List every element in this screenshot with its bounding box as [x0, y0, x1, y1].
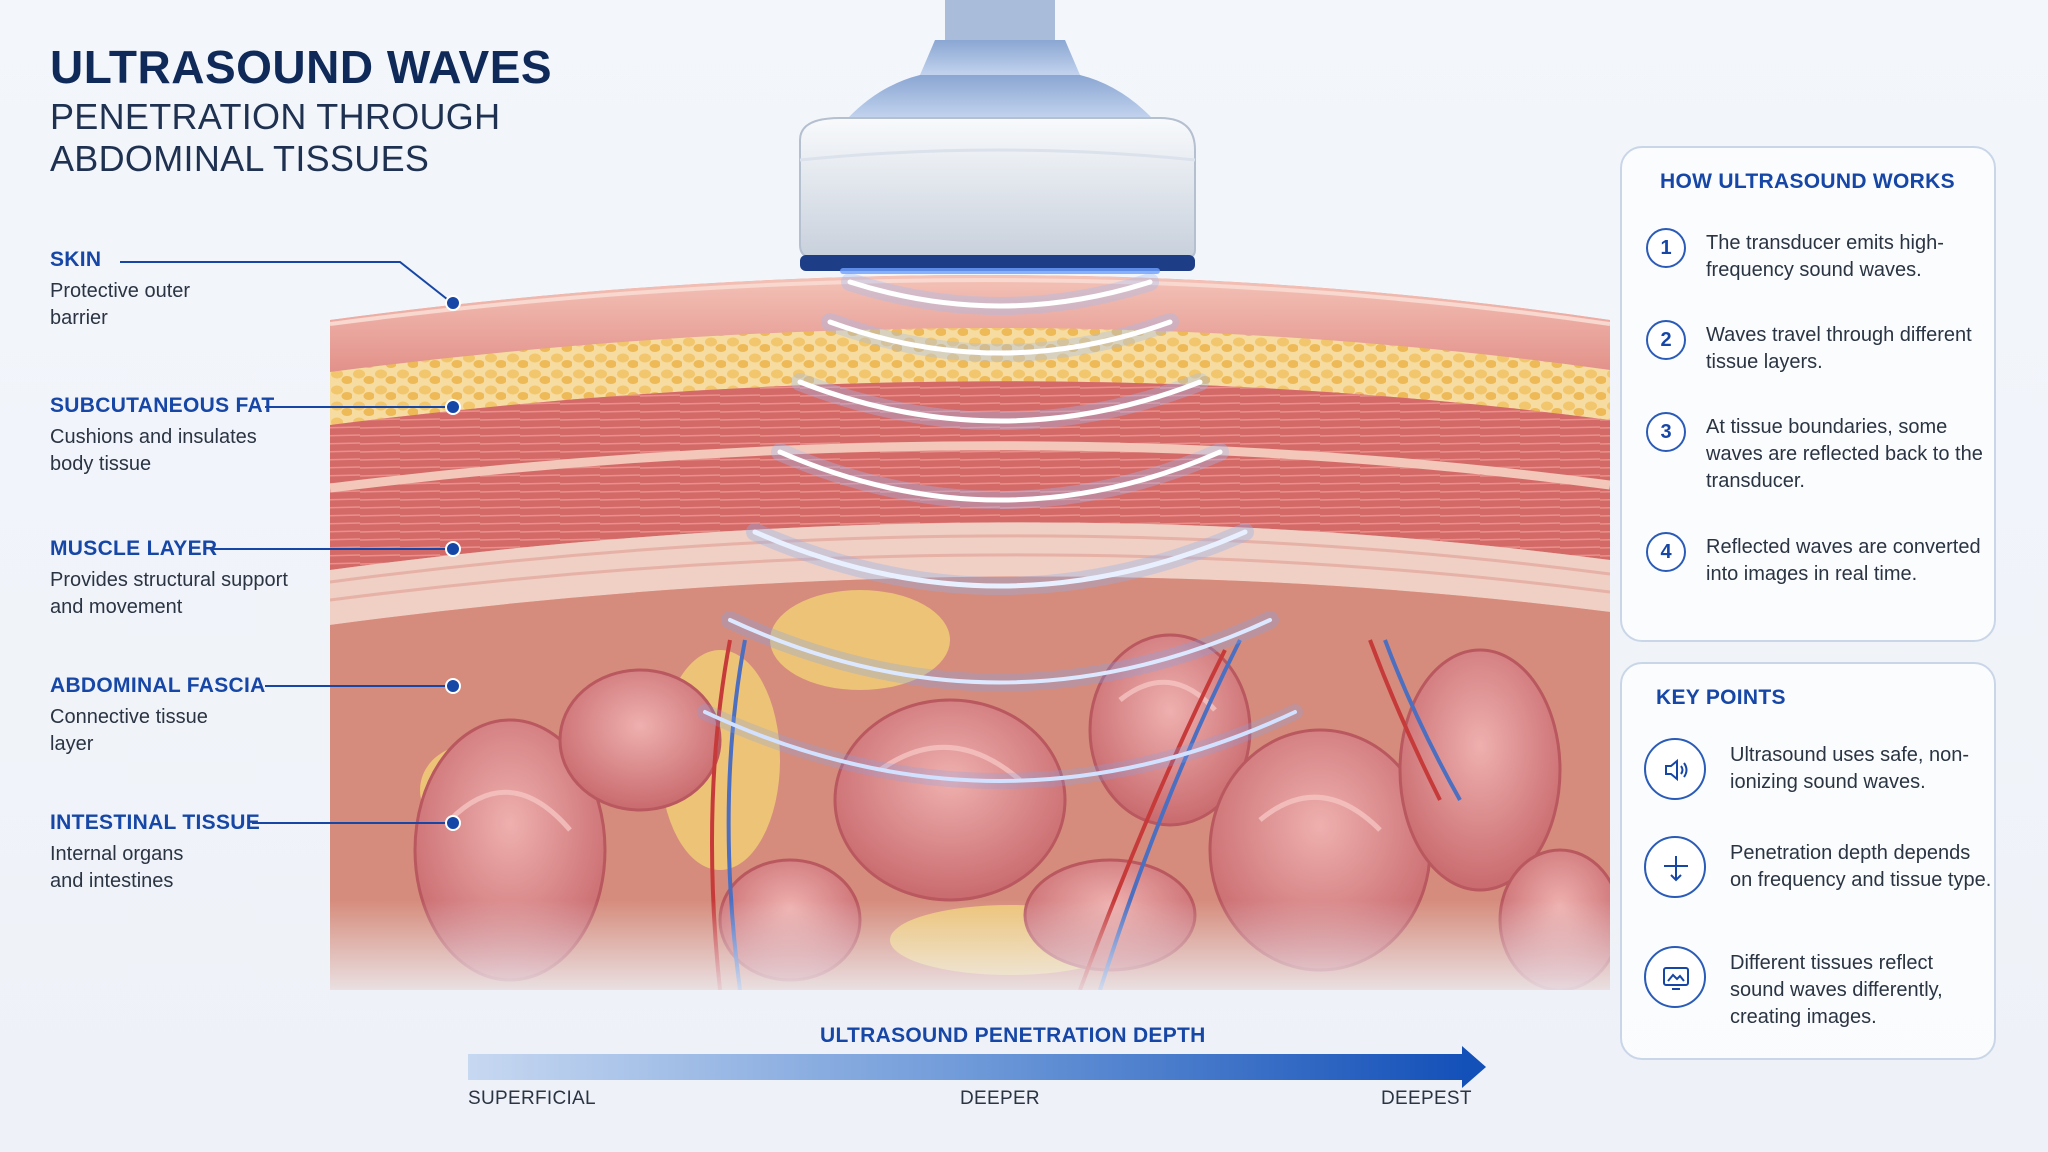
depth-scale-title: ULTRASOUND PENETRATION DEPTH: [820, 1024, 1206, 1047]
label-muscle-layer: MUSCLE LAYER Provides structural support…: [50, 537, 350, 621]
transducer-probe: [799, 0, 1196, 274]
layer-name: ABDOMINAL FASCIA: [50, 674, 266, 697]
label-intestinal-tissue: INTESTINAL TISSUE Internal organs and in…: [50, 811, 350, 895]
layer-name: SUBCUTANEOUS FAT: [50, 394, 275, 417]
depth-gradient-bar: [468, 1054, 1468, 1080]
depth-tick-deepest: DEEPEST: [1381, 1088, 1472, 1109]
monitor-image-icon: [1644, 946, 1706, 1008]
ultrasound-waves: [697, 273, 1303, 789]
key-point-text: Penetration depth depends on frequency a…: [1730, 842, 1992, 891]
key-point-text: Different tissues reflect sound waves di…: [1730, 952, 1943, 1028]
step-text: Reflected waves are converted into image…: [1706, 536, 1981, 585]
depth-tick-superficial: SUPERFICIAL: [468, 1088, 596, 1109]
how-it-works-panel: HOW ULTRASOUND WORKS 1 The transducer em…: [1620, 146, 1996, 642]
layer-name: INTESTINAL TISSUE: [50, 811, 261, 834]
depth-arrow-icon: [1644, 836, 1706, 898]
depth-arrowhead: [1462, 1046, 1486, 1088]
layer-name: SKIN: [50, 248, 102, 271]
layer-name: MUSCLE LAYER: [50, 537, 218, 560]
step-number: 3: [1646, 412, 1686, 452]
panel-title: KEY POINTS: [1656, 686, 1786, 709]
label-skin: SKIN Protective outer barrier: [50, 248, 350, 332]
page-title: ULTRASOUND WAVES: [50, 41, 553, 93]
step-text: Waves travel through different tissue la…: [1706, 324, 1972, 373]
key-point-text: Ultrasound uses safe, non-ionizing sound…: [1730, 744, 1970, 793]
depth-tick-deeper: DEEPER: [960, 1088, 1040, 1109]
step-text: The transducer emits high-frequency soun…: [1706, 232, 1944, 281]
step-number: 4: [1646, 532, 1686, 572]
panel-title: HOW ULTRASOUND WORKS: [1660, 170, 1955, 193]
page-subtitle: PENETRATION THROUGH ABDOMINAL TISSUES: [50, 96, 501, 179]
step-text: At tissue boundaries, some waves are ref…: [1706, 416, 1983, 492]
key-points-panel: KEY POINTS Ultrasound uses safe, non-ion…: [1620, 662, 1996, 1060]
step-number: 2: [1646, 320, 1686, 360]
layer-desc: Connective tissue layer: [50, 706, 208, 755]
layer-desc: Cushions and insulates body tissue: [50, 426, 257, 475]
label-abdominal-fascia: ABDOMINAL FASCIA Connective tissue layer: [50, 674, 350, 758]
step-number: 1: [1646, 228, 1686, 268]
layer-desc: Provides structural support and movement: [50, 569, 288, 618]
speaker-sound-icon: [1644, 738, 1706, 800]
layer-desc: Protective outer barrier: [50, 280, 191, 329]
layer-desc: Internal organs and intestines: [50, 843, 184, 892]
label-subcutaneous-fat: SUBCUTANEOUS FAT Cushions and insulates …: [50, 394, 350, 478]
